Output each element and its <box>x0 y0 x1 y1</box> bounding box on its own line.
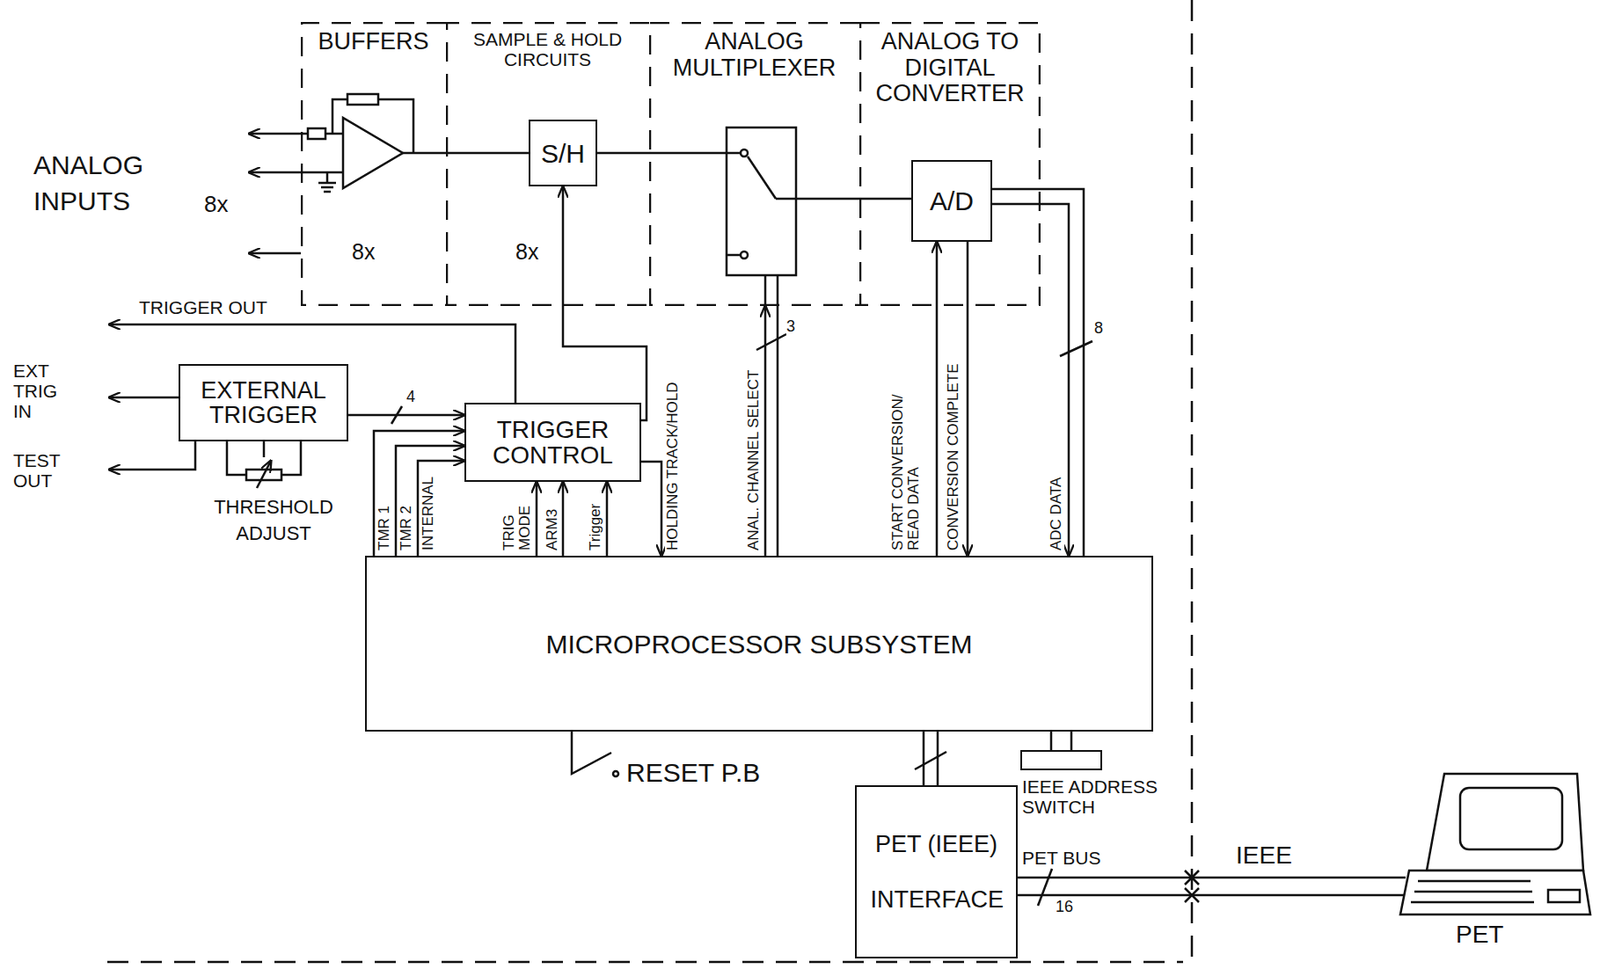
node-title: TRIGGER CONTROL <box>466 416 640 469</box>
node-title: PET (IEEE) INTERFACE <box>870 817 1003 927</box>
signal-name: ARM3 <box>544 509 561 551</box>
column-band: ANALOG MULTIPLEXER <box>649 21 860 307</box>
signal-line <box>348 414 465 417</box>
signal-name: TMR 2 <box>398 505 415 551</box>
node-title: A/D <box>929 186 974 216</box>
signal-line <box>992 204 1069 556</box>
bus-width: 8 <box>1094 320 1104 338</box>
signal-line <box>966 241 970 556</box>
signal-line <box>562 186 647 421</box>
count-label: 8x <box>515 240 539 265</box>
signal-name: START CONVERSION/ READ DATA <box>890 387 922 551</box>
microprocessor-box: MICROPROCESSOR SUBSYSTEM <box>365 555 1154 732</box>
node-title: EXTERNAL TRIGGER <box>180 378 347 429</box>
signal-name: EXT TRIG IN <box>13 360 63 422</box>
signal-name: ADC DATA <box>1048 477 1065 551</box>
external-trigger-box: EXTERNAL TRIGGER <box>178 364 349 442</box>
bus-width: 16 <box>1055 898 1074 917</box>
node-title: ANALOG MULTIPLEXER <box>654 29 855 81</box>
computer-label: PET <box>1455 921 1504 950</box>
signal-line <box>935 241 939 556</box>
bus-label: PET BUS <box>1022 847 1101 869</box>
adc-box: A/D <box>911 160 993 242</box>
signal-line <box>562 482 565 556</box>
node-title: BUFFERS <box>306 29 441 56</box>
signal-line <box>1050 731 1053 751</box>
node-title: SAMPLE & HOLD CIRCUITS <box>451 29 644 70</box>
signal-name: HOLDING TRACK/HOLD <box>664 382 681 551</box>
signal-line <box>922 731 926 786</box>
signal-line <box>373 431 465 556</box>
column-band: ANALOG TO DIGITAL CONVERTER A/D <box>859 21 1041 307</box>
signal-name: ANAL. CHANNEL SELECT <box>745 370 762 551</box>
signal-name: INTERNAL <box>420 476 437 551</box>
signal-name: TMR 1 <box>376 505 393 551</box>
count-label: 8x <box>351 240 375 265</box>
interface-box: PET (IEEE) INTERFACE <box>854 785 1018 959</box>
signal-line <box>417 460 465 556</box>
column-band: BUFFERS 8x <box>300 21 446 307</box>
bus-width: 3 <box>786 318 796 337</box>
control-label: THRESHOLD ADJUST <box>207 494 340 547</box>
node-title: IEEE ADDRESS SWITCH <box>1022 776 1181 818</box>
input-label: ANALOG INPUTS <box>33 147 166 220</box>
bus-label: IEEE <box>1235 842 1293 870</box>
switch-label: RESET P.B <box>626 758 760 788</box>
signal-name: TEST OUT <box>13 450 66 491</box>
signal-line <box>395 445 465 556</box>
signal-line <box>764 306 768 556</box>
signal-name: TRIG MODE <box>501 506 534 551</box>
signal-line <box>535 482 539 556</box>
sample-hold-box: S/H <box>528 119 598 187</box>
node-title: MICROPROCESSOR SUBSYSTEM <box>545 629 972 659</box>
signal-name: CONVERSION COMPLETE <box>945 363 962 551</box>
trigger-control-box: TRIGGER CONTROL <box>464 402 642 483</box>
node-title: S/H <box>540 138 585 169</box>
address-switch: IEEE ADDRESS SWITCH <box>1020 750 1103 771</box>
signal-name: Trigger <box>587 504 604 551</box>
signal-name: 4 <box>406 388 416 407</box>
node-title: ANALOG TO DIGITAL CONVERTER <box>864 29 1036 108</box>
count-label: 8x <box>204 191 228 218</box>
column-band: SAMPLE & HOLD CIRCUITS 8x S/H <box>445 21 650 307</box>
signal-line <box>641 461 662 556</box>
signal-name: TRIGGER OUT <box>138 297 268 318</box>
signal-line <box>606 482 609 556</box>
